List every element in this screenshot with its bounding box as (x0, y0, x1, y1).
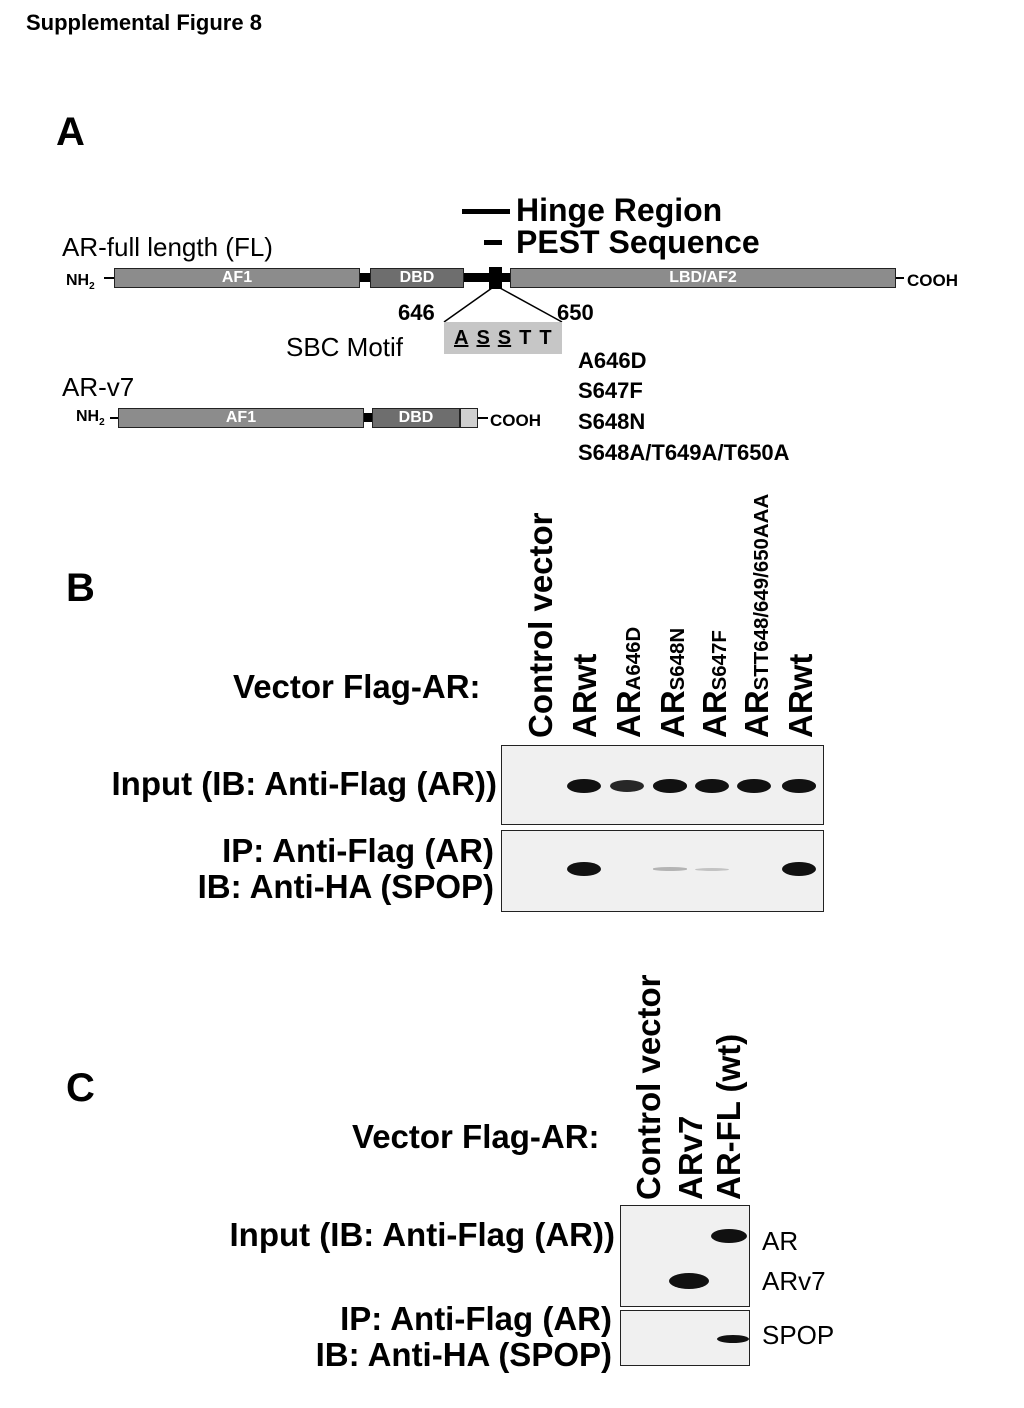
b-ip-band-lane-3 (653, 867, 687, 871)
b-ip-label-2: IB: Anti-HA (SPOP) (197, 868, 494, 905)
b-ip-label-1: IP: Anti-Flag (AR) (222, 832, 494, 869)
ar-fl-domain-lbd: LBD/AF2 (510, 268, 896, 288)
c-ip-blot (620, 1310, 750, 1366)
motif-callout-lines (443, 287, 563, 323)
b-ip-band-lane-1 (567, 862, 601, 876)
c-band-arv7 (669, 1273, 709, 1289)
sbc-motif-label: SBC Motif (286, 332, 404, 362)
figure-title: Supplemental Figure 8 (26, 10, 262, 35)
b-lane-label-3: ARS648N (654, 627, 691, 738)
c-band-label-ar: AR (762, 1226, 799, 1256)
b-ip-blot (501, 830, 824, 912)
b-lane-label-6: ARwt (782, 653, 819, 738)
ar-fl-domain-af1: AF1 (114, 268, 360, 288)
c-ip-label-1: IP: Anti-Flag (AR) (340, 1300, 612, 1337)
ar-fl-label: AR-full length (FL) (62, 232, 273, 262)
motif-box (444, 322, 562, 354)
ar-fl-n-terminus: NH2 (66, 272, 95, 293)
hinge-legend-line (462, 209, 510, 214)
pest-legend-label: PEST Sequence (516, 224, 760, 260)
mutation-s647f: S647F (578, 378, 643, 403)
c-input-label: Input (IB: Anti-Flag (AR)) (229, 1216, 616, 1253)
ar-v7-cryptic-exon (460, 408, 478, 428)
panel-label-a: A (56, 110, 85, 154)
b-input-band-lane-3 (653, 779, 687, 793)
c-band-label-spop: SPOP (762, 1320, 835, 1350)
pest-legend-line (484, 240, 502, 245)
ar-v7-c-terminus: COOH (490, 411, 541, 430)
b-ip-band-lane-4 (695, 867, 729, 871)
c-band-spop (717, 1335, 749, 1343)
c-ip-label-2: IB: Anti-HA (SPOP) (315, 1336, 612, 1373)
c-input-blot (620, 1205, 750, 1307)
b-input-band-lane-4 (695, 779, 729, 793)
b-input-band-lane-5 (737, 779, 771, 793)
ar-fl-domain-dbd: DBD (370, 268, 464, 288)
b-input-band-lane-2 (610, 780, 644, 792)
ar-fl-linker (360, 273, 370, 282)
b-lane-label-1: ARwt (566, 653, 603, 738)
ar-v7-domain-dbd: DBD (372, 408, 460, 428)
ar-fl-hinge (464, 273, 510, 282)
ar-v7-linker (364, 413, 372, 422)
c-vector-label: Vector Flag-AR: (352, 1118, 600, 1155)
c-lane-label-1: ARv7 (672, 1115, 709, 1200)
b-lane-label-0: Control vector (522, 512, 559, 738)
b-lane-label-5: ARSTT648/649/650AAA (738, 493, 775, 738)
b-input-label: Input (IB: Anti-Flag (AR)) (111, 765, 498, 802)
c-lane-label-2: AR-FL (wt) (710, 1033, 747, 1200)
panel-label-b: B (66, 566, 95, 610)
b-input-band-lane-1 (567, 779, 601, 793)
ar-fl-pest (489, 267, 502, 289)
c-band-label-arv7: ARv7 (762, 1266, 826, 1296)
mutation-stt-aaa: S648A/T649A/T650A (578, 440, 790, 465)
motif-start-position: 646 (398, 300, 435, 325)
panel-label-c: C (66, 1066, 95, 1110)
c-band-ar-fl (711, 1229, 747, 1243)
mutation-a646d: A646D (578, 348, 647, 373)
ar-v7-domain-af1: AF1 (118, 408, 364, 428)
motif-end-position: 650 (557, 300, 594, 325)
c-lane-label-0: Control vector (630, 974, 667, 1200)
mutation-s648n: S648N (578, 409, 646, 434)
b-lane-label-4: ARS647F (696, 630, 733, 738)
b-input-blot (501, 745, 824, 825)
ar-v7-label: AR-v7 (62, 372, 135, 402)
hinge-legend-label: Hinge Region (516, 192, 723, 228)
b-ip-band-lane-6 (782, 862, 816, 876)
b-lane-label-2: ARA646D (610, 626, 647, 738)
b-input-band-lane-6 (782, 779, 816, 793)
ar-v7-n-terminus: NH2 (76, 408, 105, 429)
b-vector-label: Vector Flag-AR: (233, 668, 481, 705)
ar-fl-c-terminus: COOH (907, 271, 958, 290)
